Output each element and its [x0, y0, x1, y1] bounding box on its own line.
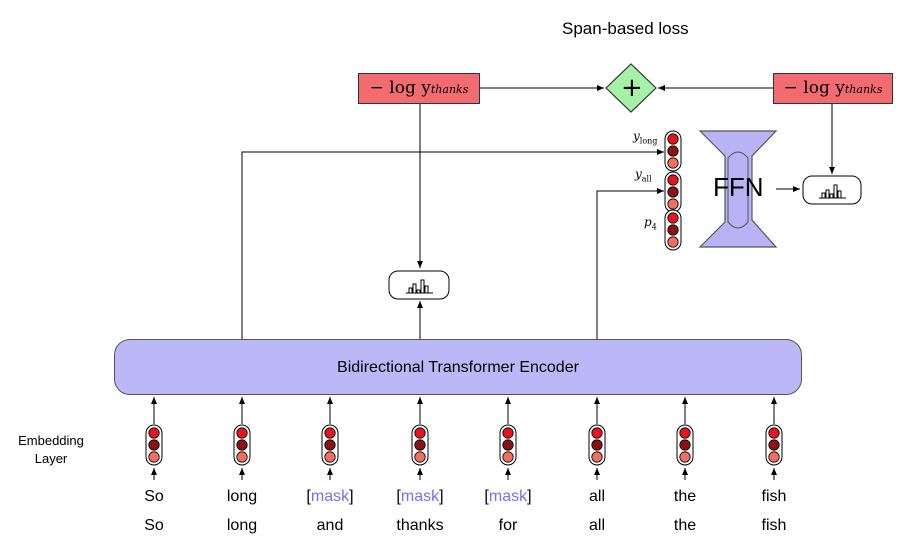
vector-dot [148, 427, 160, 439]
vector-label-ylong: ylong [633, 129, 658, 146]
vector-dot [414, 451, 426, 463]
vector-dot [324, 427, 336, 439]
transformer-encoder: Bidirectional Transformer Encoder [114, 339, 802, 395]
input-token-bottom: for [498, 517, 518, 534]
vector-dot [667, 236, 679, 248]
input-token-top: [mask] [396, 488, 444, 505]
embedding-vector-6 [588, 424, 606, 466]
input-token-top: So [144, 488, 164, 505]
vector-dot [667, 133, 679, 145]
vector-dot [667, 186, 679, 198]
embedding-layer-label: Embedding Layer [18, 433, 84, 466]
vector-dot [768, 451, 780, 463]
plus-symbol: + [621, 73, 643, 103]
output-vector-ylong [664, 130, 682, 172]
vector-label-p4: p4 [644, 215, 657, 232]
vector-dot [414, 427, 426, 439]
loss-left-text: − log y [369, 78, 431, 98]
embedding-vector-4 [411, 424, 429, 466]
vector-dot [667, 145, 679, 157]
vector-dot [236, 427, 248, 439]
encoder-label: Bidirectional Transformer Encoder [337, 359, 579, 376]
loss-right-text: − log y [783, 78, 845, 98]
plus-diamond [605, 63, 657, 113]
vector-dot [768, 427, 780, 439]
loss-left-subscript: thanks [430, 83, 469, 96]
vector-dot [236, 451, 248, 463]
vector-dot [679, 439, 691, 451]
vector-label-yall: yall [635, 167, 652, 184]
vector-dot [667, 174, 679, 186]
vector-dot [236, 439, 248, 451]
vector-dot [591, 451, 603, 463]
vector-dot [667, 157, 679, 169]
loss-box-right: − log ythanks [773, 73, 893, 104]
vector-dot [324, 439, 336, 451]
connectors [241, 85, 835, 339]
output-vector-yall [664, 171, 682, 213]
vector-dot [667, 212, 679, 224]
vector-dot [667, 198, 679, 210]
input-token-bottom: and [316, 517, 344, 534]
vector-dot [679, 427, 691, 439]
input-token-top: long [226, 488, 258, 505]
input-token-bottom: all [588, 517, 606, 534]
vector-dot [768, 439, 780, 451]
vector-dot [148, 451, 160, 463]
input-token-bottom: long [226, 517, 258, 534]
output-vector-p4 [664, 209, 682, 251]
input-token-bottom: So [144, 517, 164, 534]
embedding-vector-5 [499, 424, 517, 466]
embedding-vector-2 [233, 424, 251, 466]
loss-right-subscript: thanks [844, 83, 883, 96]
vector-dot [414, 439, 426, 451]
vector-dot [502, 439, 514, 451]
vector-dot [148, 439, 160, 451]
ffn-label: FFN [713, 172, 764, 202]
embedding-vector-3 [321, 424, 339, 466]
input-token-bottom: fish [761, 517, 787, 534]
input-token-bottom: the [673, 517, 697, 534]
embedding-vector-8 [765, 424, 783, 466]
input-token-bottom: thanks [396, 517, 444, 534]
vector-dot [502, 427, 514, 439]
diagram-title: Span-based loss [562, 19, 689, 38]
vector-dot [324, 451, 336, 463]
input-token-top: [mask] [484, 488, 532, 505]
loss-box-left: − log ythanks [358, 73, 480, 104]
vector-dot [591, 427, 603, 439]
input-token-top: the [673, 488, 697, 505]
input-token-top: all [588, 488, 606, 505]
vector-dot [502, 451, 514, 463]
arrow-long-to-ffn-input [241, 149, 664, 339]
vector-dot [667, 224, 679, 236]
histogram-right [802, 175, 862, 205]
arrow-all-to-ffn-input [596, 188, 664, 339]
ffn-block [698, 130, 778, 248]
vector-dot [591, 439, 603, 451]
input-token-top: [mask] [306, 488, 354, 505]
embedding-vector-1 [145, 424, 163, 466]
vector-dot [679, 451, 691, 463]
input-token-top: fish [761, 488, 787, 505]
embedding-vector-7 [676, 424, 694, 466]
histogram-middle [388, 270, 450, 300]
